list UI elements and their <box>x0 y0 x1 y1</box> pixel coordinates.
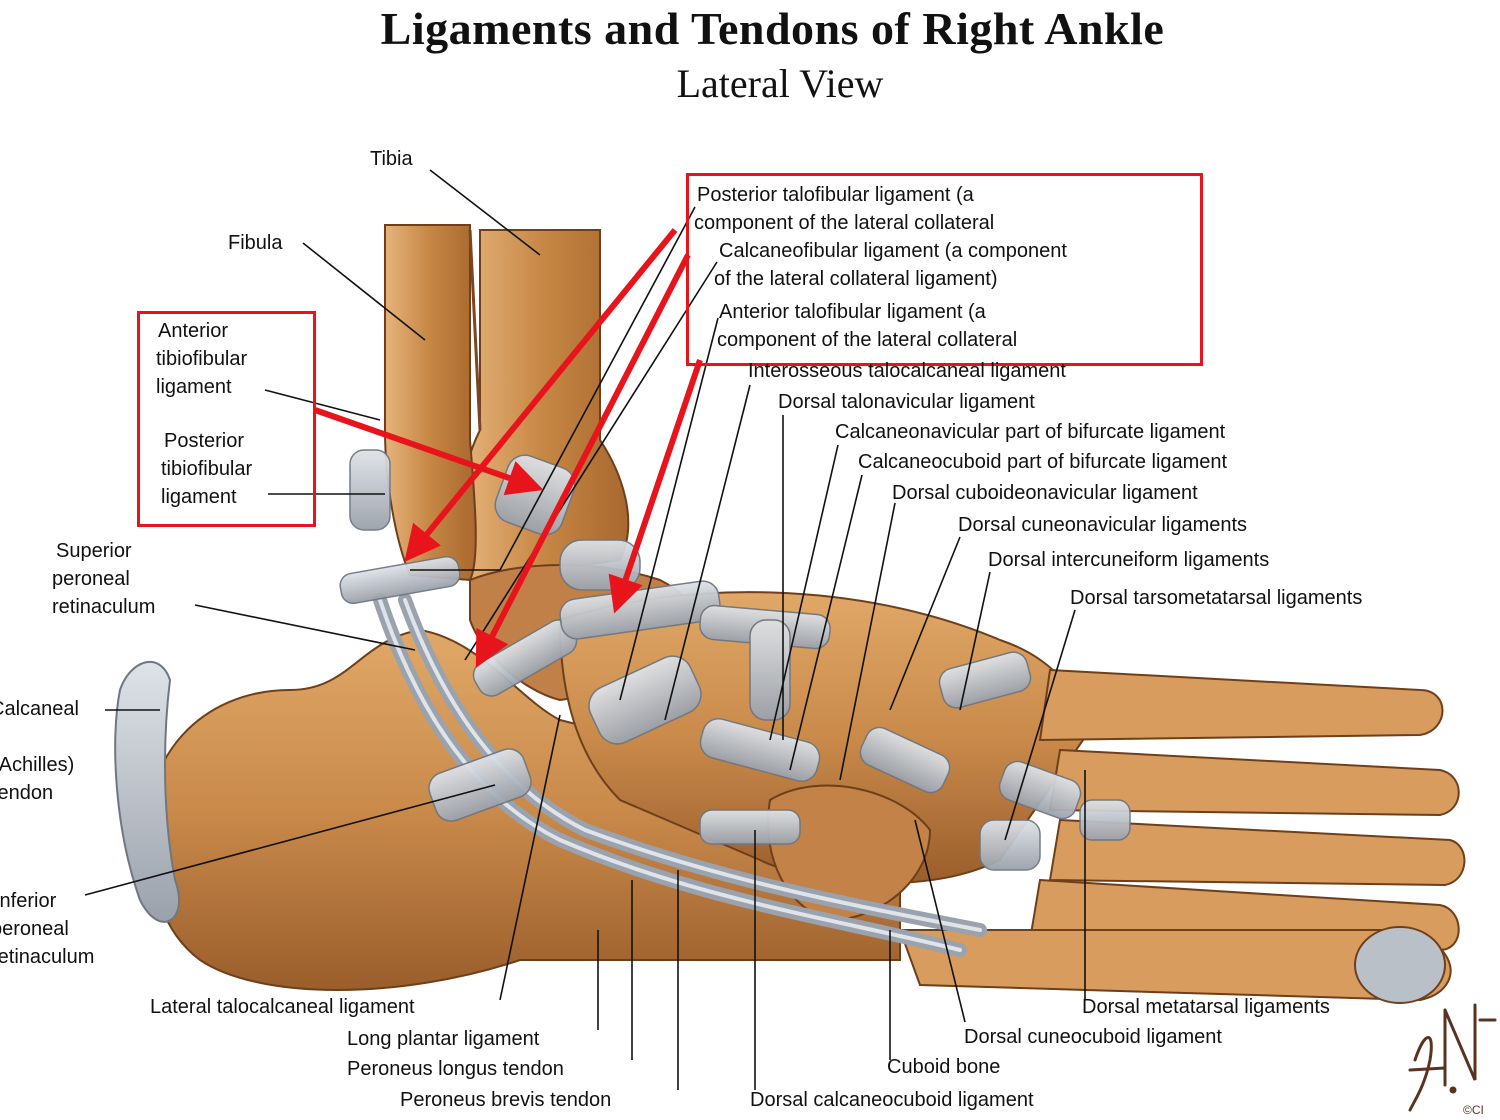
arrow-to-anterior-talofibular <box>608 359 703 614</box>
label-calcaneocuboid-bifurcate: Calcaneocuboid part of bifurcate ligamen… <box>858 451 1228 473</box>
label-inferior-peroneal-1: Inferior <box>0 890 57 912</box>
label-lateral-talocalcaneal: Lateral talocalcaneal ligament <box>150 996 415 1018</box>
label-calcaneofibular-2: of the lateral collateral ligament) <box>714 268 998 290</box>
label-tibia: Tibia <box>370 148 413 170</box>
page-subtitle: Lateral View <box>676 61 884 106</box>
label-anterior-talofibular-2: component of the lateral collateral <box>717 329 1018 351</box>
label-posterior-tibiofibular-2: tibiofibular <box>161 458 253 480</box>
label-long-plantar: Long plantar ligament <box>347 1028 540 1050</box>
label-inferior-peroneal-2: peroneal <box>0 918 69 940</box>
label-fibula: Fibula <box>228 232 283 254</box>
label-cuboid-bone: Cuboid bone <box>887 1056 1001 1078</box>
achilles-tendon-shape <box>114 660 181 923</box>
label-anterior-tibiofibular-1: Anterior <box>158 320 229 342</box>
label-calcaneal-tendon-3: tendon <box>0 782 54 804</box>
label-inferior-peroneal-3: retinaculum <box>0 946 95 968</box>
label-calcaneonavicular-bifurcate: Calcaneonavicular part of bifurcate liga… <box>835 421 1226 443</box>
cuboid-bone-shape <box>767 784 932 922</box>
label-calcaneal-tendon-2: (Achilles) <box>0 754 75 776</box>
label-dorsal-cuboideonavicular: Dorsal cuboideonavicular ligament <box>892 482 1198 504</box>
netter-signature-logo: ©CI <box>1408 1003 1497 1117</box>
label-posterior-tibiofibular-3: ligament <box>161 486 237 508</box>
page-title: Ligaments and Tendons of Right Ankle <box>380 3 1165 54</box>
label-anterior-tibiofibular-3: ligament <box>156 376 232 398</box>
metatarsals <box>898 668 1466 1002</box>
label-dorsal-talonavicular: Dorsal talonavicular ligament <box>778 391 1035 413</box>
arrow-to-calcaneofibular <box>475 253 691 669</box>
label-posterior-tibiofibular-1: Posterior <box>164 430 245 452</box>
label-dorsal-tarsometatarsal: Dorsal tarsometatarsal ligaments <box>1070 587 1363 609</box>
label-superior-peroneal-1: Superior <box>56 540 132 562</box>
label-superior-peroneal-3: retinaculum <box>52 596 156 618</box>
metatarsal-head <box>1354 926 1446 1004</box>
label-posterior-talofibular-2: component of the lateral collateral <box>694 212 995 234</box>
arrow-to-anterior-tibiofibular <box>314 407 544 496</box>
label-anterior-talofibular-1: Anterior talofibular ligament (a <box>719 301 986 323</box>
label-interosseous-talocalcaneal: Interosseous talocalcaneal ligament <box>748 360 1066 382</box>
label-calcaneal-tendon-1: Calcaneal <box>0 698 79 720</box>
label-peroneus-longus: Peroneus longus tendon <box>347 1058 564 1080</box>
label-peroneus-brevis: Peroneus brevis tendon <box>400 1089 612 1111</box>
highlight-box-tibiofibular <box>137 311 316 527</box>
label-dorsal-calcaneocuboid: Dorsal calcaneocuboid ligament <box>750 1089 1034 1111</box>
label-calcaneofibular-1: Calcaneofibular ligament (a component <box>719 240 1067 262</box>
label-dorsal-metatarsal: Dorsal metatarsal ligaments <box>1082 996 1330 1018</box>
label-anterior-tibiofibular-2: tibiofibular <box>156 348 248 370</box>
label-dorsal-cuneocuboid: Dorsal cuneocuboid ligament <box>964 1026 1222 1048</box>
label-dorsal-intercuneiform: Dorsal intercuneiform ligaments <box>988 549 1270 571</box>
highlight-box-lateral-collateral <box>686 173 1203 366</box>
label-dorsal-cuneonavicular: Dorsal cuneonavicular ligaments <box>958 514 1248 536</box>
label-superior-peroneal-2: peroneal <box>52 568 130 590</box>
svg-text:©CI: ©CI <box>1463 1103 1484 1117</box>
label-posterior-talofibular-1: Posterior talofibular ligament (a <box>697 184 974 206</box>
arrow-to-posterior-talofibular <box>404 228 678 562</box>
